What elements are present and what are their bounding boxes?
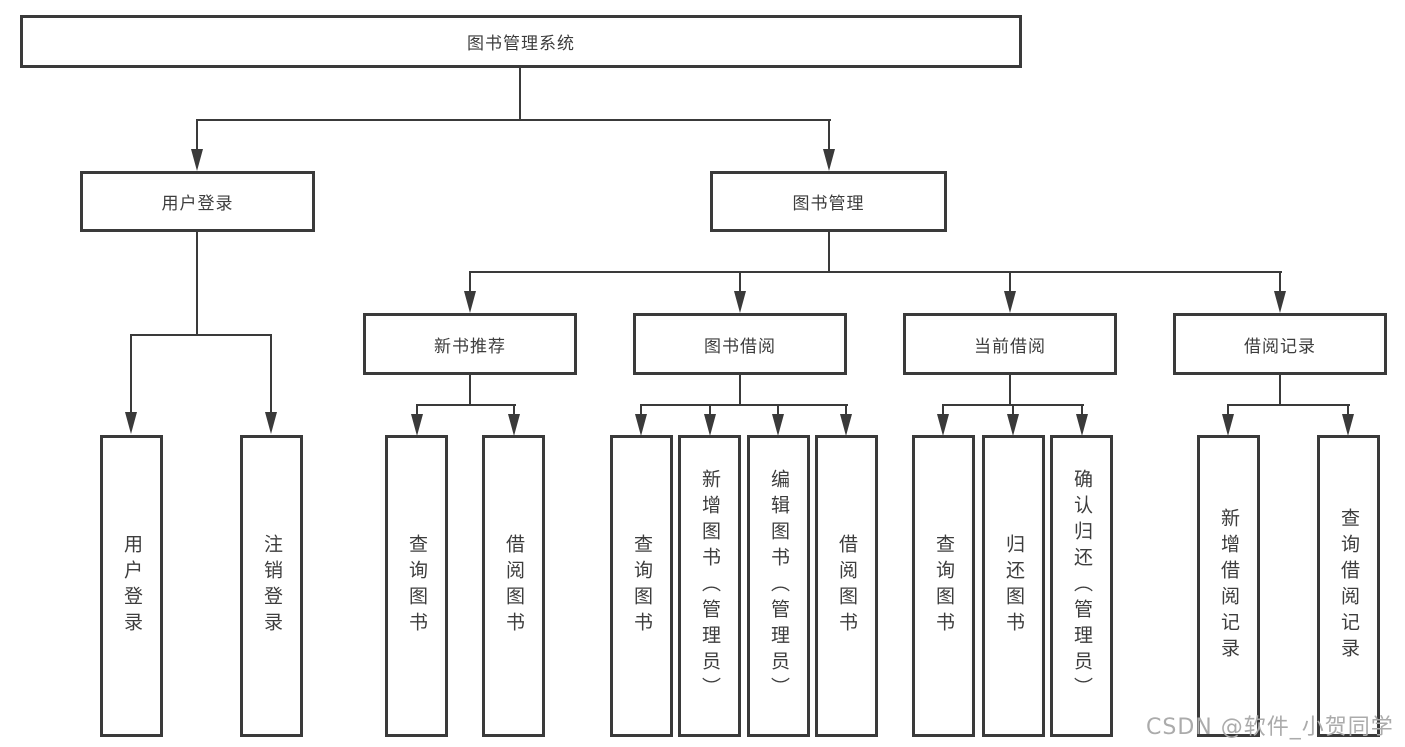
connector-line [1009,271,1011,293]
connector-line [942,404,944,418]
connector-line [513,404,515,418]
connector-line [739,271,741,293]
node-root-label: 图书管理系统 [467,34,575,54]
leaf-borrow-add-admin: 新增图书（管理员） [678,435,741,737]
leaf-current-confirm-admin-label: 确认归还（管理员） [1071,469,1093,703]
connector-line [1009,375,1011,406]
connector-line [270,334,272,414]
leaf-borrow-edit-admin: 编辑图书（管理员） [747,435,810,737]
csdn-watermark: CSDN @软件_小贺同学 [1146,715,1394,740]
leaf-borrow-add-admin-label: 新增图书（管理员） [699,469,721,703]
leaf-current-confirm-admin: 确认归还（管理员） [1050,435,1113,737]
connector-line [640,404,848,406]
arrow-down-icon [1076,414,1088,436]
node-user-login: 用户登录 [80,171,315,232]
node-book-borrow: 图书借阅 [633,313,847,375]
arrow-down-icon [704,414,716,436]
connector-line [416,404,516,406]
arrow-down-icon [635,414,647,436]
arrow-down-icon [937,414,949,436]
leaf-records-add: 新增借阅记录 [1197,435,1260,737]
arrow-down-icon [411,414,423,436]
connector-line [1012,404,1014,418]
connector-line [1279,375,1281,406]
node-root: 图书管理系统 [20,15,1022,68]
arrow-down-icon [823,149,835,171]
leaf-newbook-borrow: 借阅图书 [482,435,545,737]
connector-line [640,404,642,418]
leaf-current-query: 查询图书 [912,435,975,737]
leaf-newbook-query: 查询图书 [385,435,448,737]
connector-line [416,404,418,418]
leaf-logout: 注销登录 [240,435,303,737]
connector-line [1227,404,1350,406]
node-new-book-recommend: 新书推荐 [363,313,577,375]
connector-line [469,271,1282,273]
connector-line [739,375,741,406]
arrow-down-icon [1274,291,1286,313]
connector-line [1227,404,1229,418]
connector-line [845,404,847,418]
leaf-user-login: 用户登录 [100,435,163,737]
connector-line [1081,404,1083,418]
leaf-current-return-label: 归还图书 [1003,534,1025,638]
connector-line [196,119,198,151]
leaf-borrow-borrow-label: 借阅图书 [836,534,858,638]
arrow-down-icon [734,291,746,313]
arrow-down-icon [1342,414,1354,436]
connector-line [828,232,830,273]
arrow-down-icon [464,291,476,313]
connector-line [130,334,272,336]
leaf-borrow-edit-admin-label: 编辑图书（管理员） [768,469,790,703]
arrow-down-icon [1004,291,1016,313]
arrow-down-icon [508,414,520,436]
node-current-borrow-label: 当前借阅 [974,336,1046,357]
leaf-records-query-label: 查询借阅记录 [1338,508,1360,664]
leaf-logout-label: 注销登录 [261,534,283,638]
node-book-management-label: 图书管理 [792,194,865,214]
leaf-records-add-label: 新增借阅记录 [1218,508,1240,664]
arrow-down-icon [1222,414,1234,436]
arrow-down-icon [1007,414,1019,436]
connector-line [777,404,779,418]
connector-line [1279,271,1281,293]
connector-line [1347,404,1349,418]
connector-line [196,232,198,335]
connector-line [469,375,471,406]
node-book-borrow-label: 图书借阅 [704,336,776,357]
leaf-borrow-query-label: 查询图书 [631,534,653,638]
arrow-down-icon [840,414,852,436]
arrow-down-icon [265,412,277,434]
leaf-newbook-borrow-label: 借阅图书 [503,534,525,638]
leaf-current-query-label: 查询图书 [933,534,955,638]
node-user-login-label: 用户登录 [161,194,234,214]
node-borrow-records-label: 借阅记录 [1244,336,1316,357]
arrow-down-icon [772,414,784,436]
arrow-down-icon [191,149,203,171]
node-borrow-records: 借阅记录 [1173,313,1387,375]
connector-line [130,334,132,414]
leaf-borrow-query: 查询图书 [610,435,673,737]
node-book-management: 图书管理 [710,171,947,232]
node-current-borrow: 当前借阅 [903,313,1117,375]
connector-line [519,68,521,120]
leaf-borrow-borrow: 借阅图书 [815,435,878,737]
connector-line [828,119,830,151]
connector-line [469,271,471,293]
connector-line [709,404,711,418]
leaf-user-login-label: 用户登录 [121,534,143,638]
connector-line [196,119,831,121]
leaf-current-return: 归还图书 [982,435,1045,737]
leaf-records-query: 查询借阅记录 [1317,435,1380,737]
arrow-down-icon [125,412,137,434]
node-new-book-recommend-label: 新书推荐 [434,336,506,357]
leaf-newbook-query-label: 查询图书 [406,534,428,638]
